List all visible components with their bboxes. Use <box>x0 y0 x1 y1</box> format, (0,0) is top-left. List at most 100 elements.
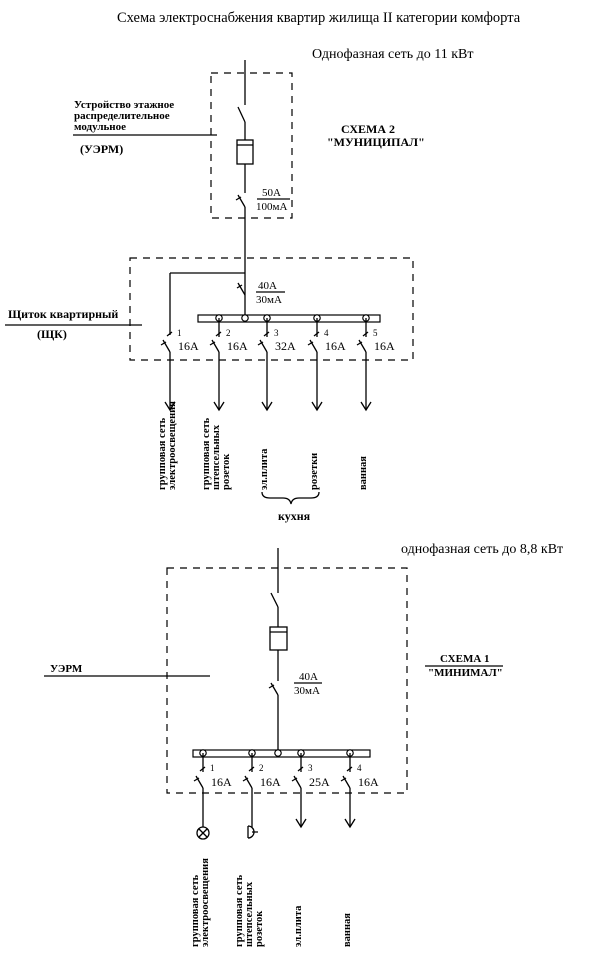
circuit-rating: 16А <box>211 775 232 789</box>
scheme1-name: СХЕМА 1 <box>440 653 490 665</box>
circuit-label: штепсельных <box>211 424 222 490</box>
breaker-mark <box>193 777 200 782</box>
lamp-icon <box>196 826 210 840</box>
circuit-label: групповая сеть <box>157 417 168 490</box>
scheme1-rcd-current: 30мА <box>294 685 320 697</box>
circuit-label: розеток <box>254 910 265 947</box>
page-title: Схема электроснабжения квартир жилища II… <box>117 10 521 26</box>
breaker-blade <box>162 339 171 353</box>
circuit-rating: 16А <box>227 339 248 353</box>
shk-rcd-rating: 40А <box>258 280 277 292</box>
shk-rcd-blade <box>237 282 246 296</box>
uerm-rcd-current: 100мА <box>256 201 287 213</box>
circuit-rating: 16А <box>325 339 346 353</box>
meter-icon <box>269 626 288 651</box>
breaker-blade <box>342 775 351 789</box>
scheme2-network-label: Однофазная сеть до 11 кВт <box>312 47 473 62</box>
uerm-label-line1: Устройство этажное <box>74 99 174 111</box>
rcd-blade <box>270 682 279 696</box>
circuit-number: 3 <box>274 328 279 338</box>
breaker-mark <box>340 777 347 782</box>
contact-mark <box>297 766 304 772</box>
breaker-blade <box>244 775 253 789</box>
breaker-blade <box>259 339 268 353</box>
breaker-mark <box>307 341 314 346</box>
circuit-label: электроосвещения <box>200 858 211 947</box>
circuit-rating: 16А <box>358 775 379 789</box>
uerm-label-line2: распределительное <box>74 110 170 122</box>
arrow-icon <box>344 818 356 829</box>
circuit-rating: 16А <box>260 775 281 789</box>
scheme-1: однофазная сеть до 8,8 кВт СХЕМА 1 "МИНИ… <box>44 542 563 947</box>
circuit-number: 2 <box>226 328 231 338</box>
lamp-cross <box>198 828 208 838</box>
uerm-abbr: (УЭРМ) <box>80 142 123 156</box>
circuit-rating: 25А <box>309 775 330 789</box>
circuit-label: розеток <box>221 453 232 490</box>
shk-abbr: (ЩК) <box>37 327 67 341</box>
circuit-label: эл.плита <box>293 905 304 947</box>
circuit-4: 4 16А ванная <box>340 753 379 947</box>
scheme1-rcd-rating: 40А <box>299 671 318 683</box>
breaker-blade <box>309 339 318 353</box>
arrow-icon <box>360 401 372 412</box>
circuit-number: 2 <box>259 763 264 773</box>
circuit-number: 5 <box>373 328 378 338</box>
circuit-label: розетки <box>309 453 320 490</box>
disconnector-blade <box>270 592 279 608</box>
scheme1-uerm-label: УЭРМ <box>50 663 83 675</box>
shk-rcd-current: 30мА <box>256 294 282 306</box>
breaker-blade <box>195 775 204 789</box>
arrow-icon <box>213 401 225 412</box>
circuit-label: ванная <box>358 456 369 490</box>
scheme1-network-label: однофазная сеть до 8,8 кВт <box>401 542 563 557</box>
arrow-icon <box>295 818 307 829</box>
disconnector-blade <box>237 106 246 123</box>
breaker-mark <box>160 341 167 346</box>
rcd-mark <box>236 284 243 289</box>
contact-mark <box>313 331 320 337</box>
circuit-number: 4 <box>324 328 329 338</box>
kitchen-group-label: кухня <box>278 509 311 523</box>
scheme1-enclosure <box>166 567 408 794</box>
circuit-label: групповая сеть <box>201 417 212 490</box>
bus-node <box>241 314 249 322</box>
arrow-icon <box>311 401 323 412</box>
shk-label: Щиток квартирный <box>8 307 118 321</box>
circuit-label: электроосвещения <box>167 401 178 490</box>
kitchen-brace <box>261 491 320 505</box>
circuit-number: 4 <box>357 763 362 773</box>
breaker-blade <box>293 775 302 789</box>
circuit-rating: 16А <box>178 339 199 353</box>
scheme1-subname: "МИНИМАЛ" <box>428 667 503 679</box>
circuit-label: ванная <box>342 913 353 947</box>
circuit-label: групповая сеть <box>190 874 201 947</box>
uerm-enclosure <box>210 72 293 219</box>
contact-mark <box>166 331 173 337</box>
scheme2-name: СХЕМА 2 <box>341 122 395 136</box>
breaker-blade <box>358 339 367 353</box>
circuit-number: 1 <box>177 328 182 338</box>
circuit-number: 3 <box>308 763 313 773</box>
breaker-mark <box>257 341 264 346</box>
breaker-mark <box>291 777 298 782</box>
breaker-mark <box>356 341 363 346</box>
uerm-rcd-rating: 50А <box>262 187 281 199</box>
rcd-mark <box>235 196 242 201</box>
meter-icon <box>236 139 254 165</box>
uerm-label-line3: модульное <box>74 121 126 133</box>
circuit-label: штепсельных <box>244 881 255 947</box>
contact-mark <box>199 766 206 772</box>
circuit-rating: 16А <box>374 339 395 353</box>
breaker-mark <box>209 341 216 346</box>
rcd-blade <box>237 194 246 208</box>
busbar <box>197 314 381 323</box>
